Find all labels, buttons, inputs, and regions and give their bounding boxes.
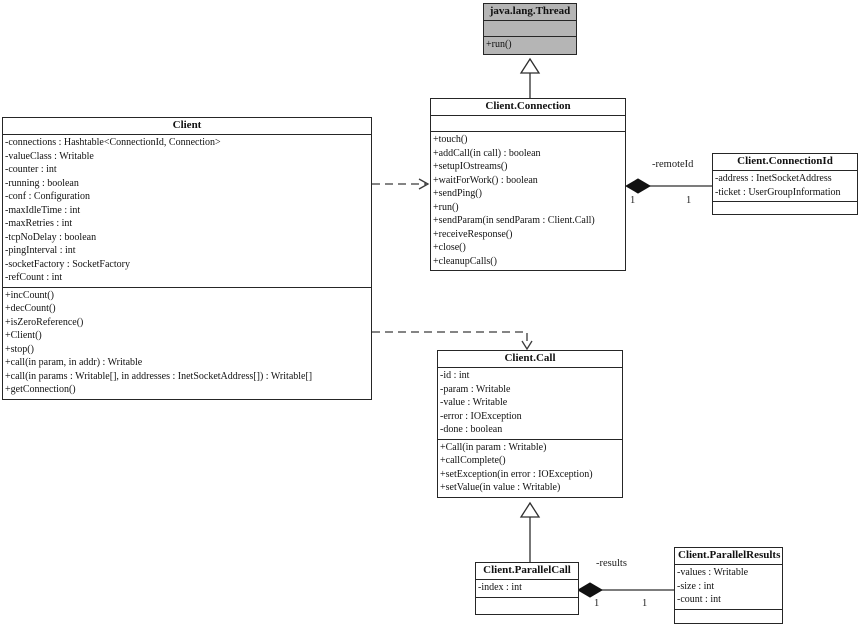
member-row: -count : int — [677, 594, 721, 605]
member-row: -value : Writable — [440, 397, 508, 408]
methods-compartment — [675, 608, 782, 623]
member-row: -maxIdleTime : int — [5, 204, 81, 216]
class-title: Client.Call — [504, 352, 556, 364]
member-row: -socketFactory : SocketFactory — [5, 258, 130, 270]
member-row: -counter : int — [5, 164, 57, 175]
member-row: -ticket : UserGroupInformation — [715, 186, 841, 198]
member-row: +sendParam(in sendParam : Client.Call) — [433, 215, 595, 226]
multiplicity-label: 1 — [630, 195, 636, 206]
member-row: +decCount() — [5, 303, 56, 314]
multiplicity-label: 1 — [686, 195, 692, 206]
class-client-connection[interactable]: Client.Connection +touch() +addCall(in ca… — [430, 98, 626, 271]
member-row: -refCount : int — [5, 272, 63, 283]
member-row: -error : IOException — [440, 410, 522, 422]
member-row: -id : int — [440, 370, 470, 381]
methods-compartment: +run() — [484, 36, 576, 54]
member-row: -index : int — [478, 582, 522, 593]
member-row: +cleanupCalls() — [433, 255, 497, 267]
member-row: +close() — [433, 242, 466, 253]
member-row: +setupIOstreams() — [433, 161, 508, 172]
methods-compartment — [713, 201, 857, 214]
member-row: +setException(in error : IOException) — [440, 468, 593, 480]
member-row: +Client() — [5, 330, 42, 341]
member-row: -running : boolean — [5, 177, 79, 189]
methods-compartment: +incCount() +decCount() +isZeroReference()… — [3, 286, 371, 399]
class-title: Client.Connection — [485, 100, 571, 112]
member-row: -connections : Hashtable<ConnectionId, C… — [5, 137, 221, 148]
generalization-triangle-icon — [519, 57, 541, 74]
methods-compartment: +Call(in param : Writable) +callComplete(… — [438, 438, 622, 497]
class-client-parallelresults[interactable]: Client.ParallelResults -values : Writabl… — [674, 547, 783, 624]
composition-diamond-icon — [625, 178, 651, 194]
member-row: +sendPing() — [433, 188, 482, 199]
methods-compartment: +touch() +addCall(in call) : boolean +setu… — [431, 131, 625, 270]
class-title: Client.ParallelResults — [678, 549, 781, 561]
class-java-lang-thread[interactable]: java.lang.Thread +run() — [483, 3, 577, 55]
attributes-compartment: -id : int -param : Writable -value : Writa… — [438, 367, 622, 439]
member-row: +waitForWork() : boolean — [433, 174, 538, 186]
member-row: +receiveResponse() — [433, 228, 513, 240]
member-row: +Call(in param : Writable) — [440, 441, 547, 453]
member-row: -param : Writable — [440, 383, 511, 395]
dependency-client-call-line — [372, 331, 528, 344]
dependency-arrowhead-icon — [418, 178, 430, 190]
composition-diamond-icon — [577, 582, 603, 598]
class-title: java.lang.Thread — [489, 5, 571, 17]
attributes-compartment: -values : Writable -size : int -count : in… — [675, 564, 782, 609]
attributes-compartment: -index : int — [476, 579, 578, 597]
class-client[interactable]: Client -connections : Hashtable<Connecti… — [2, 117, 372, 400]
member-row: +touch() — [433, 134, 468, 145]
member-row: +run() — [486, 39, 512, 50]
attributes-compartment: -address : InetSocketAddress -ticket : Us… — [713, 170, 857, 201]
multiplicity-label: 1 — [642, 598, 648, 609]
member-row: -address : InetSocketAddress — [715, 173, 832, 184]
member-row: +setValue(in value : Writable) — [440, 482, 561, 493]
member-row: +callComplete() — [440, 455, 506, 466]
member-row: -tcpNoDelay : boolean — [5, 231, 97, 243]
attributes-compartment: -connections : Hashtable<ConnectionId, C… — [3, 134, 371, 287]
association-label-results: -results — [596, 558, 627, 569]
class-title: Client — [172, 119, 202, 131]
multiplicity-label: 1 — [594, 598, 600, 609]
class-client-connectionid[interactable]: Client.ConnectionId -address : InetSocke… — [712, 153, 858, 215]
member-row: +call(in param, in addr) : Writable — [5, 357, 143, 368]
class-client-call[interactable]: Client.Call -id : int -param : Writable -v… — [437, 350, 623, 498]
class-client-parallelcall[interactable]: Client.ParallelCall -index : int — [475, 562, 579, 615]
generalization-triangle-icon — [519, 501, 541, 518]
member-row: -values : Writable — [677, 567, 749, 578]
member-row: +stop() — [5, 343, 34, 355]
member-row: +call(in params : Writable[], in address… — [5, 370, 313, 382]
member-row: -pingInterval : int — [5, 245, 76, 256]
member-row: -valueClass : Writable — [5, 150, 94, 162]
class-title: Client.ConnectionId — [737, 155, 833, 167]
member-row: -maxRetries : int — [5, 218, 73, 229]
attributes-compartment — [484, 20, 576, 36]
member-row: +isZeroReference() — [5, 316, 84, 328]
association-label-remoteid: -remoteId — [652, 159, 694, 170]
member-row: +run() — [433, 201, 459, 213]
member-row: +getConnection() — [5, 384, 76, 395]
member-row: -size : int — [677, 580, 715, 592]
methods-compartment — [476, 596, 578, 614]
member-row: +incCount() — [5, 289, 54, 301]
dependency-arrowhead-icon — [521, 340, 533, 351]
member-row: -conf : Configuration — [5, 191, 90, 202]
member-row: -done : boolean — [440, 424, 503, 435]
member-row: +addCall(in call) : boolean — [433, 147, 541, 159]
attributes-compartment — [431, 115, 625, 131]
class-title: Client.ParallelCall — [483, 564, 571, 576]
